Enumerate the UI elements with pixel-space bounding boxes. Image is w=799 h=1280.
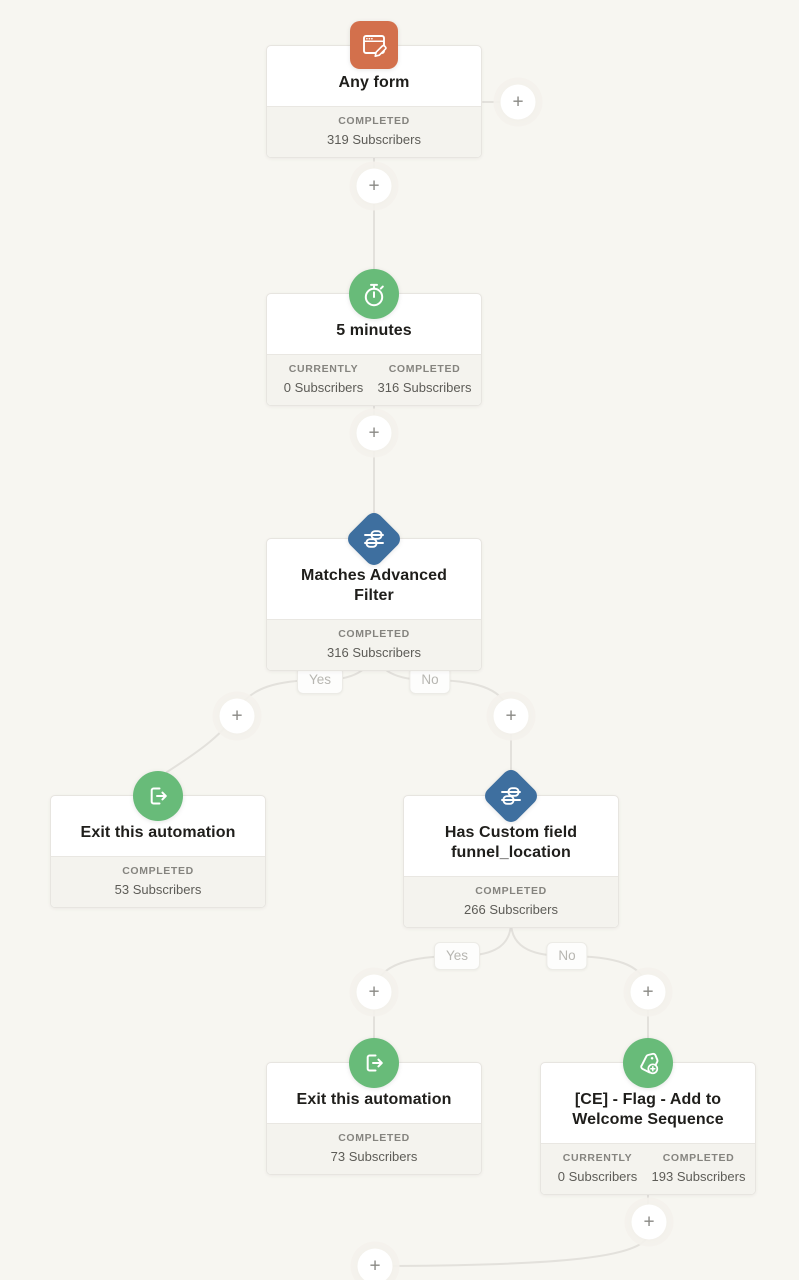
plus-icon: + [231, 705, 243, 727]
branch-label-no: No [546, 942, 588, 970]
add-step-button[interactable]: + [357, 1248, 393, 1280]
node-any-form[interactable]: Any form COMPLETED 319 Subscribers [266, 21, 482, 158]
add-step-button[interactable]: + [493, 698, 529, 734]
node-title: 5 minutes [336, 322, 412, 339]
stat-completed: COMPLETED 316 Subscribers [374, 363, 475, 396]
stat-label: COMPLETED [388, 363, 461, 375]
stat-value: 0 Subscribers [557, 1169, 638, 1184]
branch-label-yes: Yes [433, 942, 481, 970]
plus-icon: + [368, 422, 380, 444]
stat-value: 0 Subscribers [283, 380, 364, 395]
stat-value: 53 Subscribers [114, 882, 202, 897]
plus-icon: + [368, 981, 380, 1003]
branch-label-text: Yes [308, 672, 332, 687]
node-tag-welcome-sequence[interactable]: [CE] - Flag - Add to Welcome Sequence CU… [540, 1038, 756, 1195]
node-header: [CE] - Flag - Add to Welcome Sequence [541, 1063, 755, 1143]
node-delay-5-minutes[interactable]: 5 minutes CURRENTLY 0 Subscribers COMPLE… [266, 269, 482, 406]
stat-completed: COMPLETED 193 Subscribers [648, 1152, 749, 1185]
stat-label: CURRENTLY [288, 363, 359, 375]
node-condition-advanced-filter[interactable]: Matches Advanced Filter COMPLETED 316 Su… [266, 513, 482, 671]
plus-icon: + [505, 705, 517, 727]
add-step-button[interactable]: + [219, 698, 255, 734]
stat-value: 266 Subscribers [464, 902, 558, 917]
stat-label: COMPLETED [122, 865, 194, 877]
add-step-button[interactable]: + [631, 1204, 667, 1240]
stat-completed: COMPLETED 73 Subscribers [273, 1132, 475, 1165]
stat-completed: COMPLETED 53 Subscribers [57, 865, 259, 898]
node-header: Matches Advanced Filter [267, 539, 481, 619]
node-stats: COMPLETED 73 Subscribers [267, 1123, 481, 1174]
plus-icon: + [643, 1211, 655, 1233]
stat-label: COMPLETED [338, 1132, 410, 1144]
stat-value: 193 Subscribers [651, 1169, 746, 1184]
stat-value: 316 Subscribers [327, 645, 421, 660]
add-step-button[interactable]: + [356, 415, 392, 451]
stat-label: COMPLETED [338, 115, 410, 127]
stat-currently: CURRENTLY 0 Subscribers [547, 1152, 648, 1185]
stat-completed: COMPLETED 316 Subscribers [273, 628, 475, 661]
stat-label: COMPLETED [338, 628, 410, 640]
branch-label-text: Yes [445, 948, 469, 963]
add-step-button[interactable]: + [500, 84, 536, 120]
plus-icon: + [512, 91, 524, 113]
node-stats: CURRENTLY 0 Subscribers COMPLETED 316 Su… [267, 354, 481, 405]
exit-icon [133, 771, 183, 821]
node-condition-custom-field[interactable]: Has Custom field funnel_location COMPLET… [403, 770, 619, 928]
node-header: Exit this automation [267, 1063, 481, 1123]
node-stats: COMPLETED 266 Subscribers [404, 876, 618, 927]
node-title: [CE] - Flag - Add to Welcome Sequence [572, 1091, 724, 1128]
stat-value: 319 Subscribers [327, 132, 421, 147]
node-header: 5 minutes [267, 294, 481, 354]
branch-label-text: No [558, 948, 576, 963]
branch-label-text: No [421, 672, 439, 687]
node-stats: CURRENTLY 0 Subscribers COMPLETED 193 Su… [541, 1143, 755, 1194]
stat-label: CURRENTLY [562, 1152, 633, 1164]
node-exit-automation[interactable]: Exit this automation COMPLETED 53 Subscr… [50, 771, 266, 908]
plus-icon: + [642, 981, 654, 1003]
add-step-button[interactable]: + [630, 974, 666, 1010]
node-header: Has Custom field funnel_location [404, 796, 618, 876]
node-title: Exit this automation [296, 1091, 452, 1108]
node-header: Exit this automation [51, 796, 265, 856]
node-stats: COMPLETED 53 Subscribers [51, 856, 265, 907]
stat-label: COMPLETED [475, 885, 547, 897]
add-step-button[interactable]: + [356, 168, 392, 204]
node-title: Any form [338, 74, 410, 91]
plus-icon: + [368, 175, 380, 197]
condition-icon [480, 765, 542, 827]
stat-currently: CURRENTLY 0 Subscribers [273, 363, 374, 396]
exit-icon [349, 1038, 399, 1088]
stat-value: 73 Subscribers [330, 1149, 418, 1164]
stat-completed: COMPLETED 319 Subscribers [273, 115, 475, 148]
tag-add-icon [623, 1038, 673, 1088]
plus-icon: + [369, 1255, 381, 1277]
condition-icon [343, 508, 405, 570]
stat-value: 316 Subscribers [377, 380, 472, 395]
node-exit-automation[interactable]: Exit this automation COMPLETED 73 Subscr… [266, 1038, 482, 1175]
node-title: Exit this automation [80, 824, 236, 841]
node-header: Any form [267, 46, 481, 106]
form-icon [350, 21, 398, 69]
stat-label: COMPLETED [662, 1152, 735, 1164]
timer-icon [349, 269, 399, 319]
node-stats: COMPLETED 316 Subscribers [267, 619, 481, 670]
stat-completed: COMPLETED 266 Subscribers [410, 885, 612, 918]
add-step-button[interactable]: + [356, 974, 392, 1010]
node-title: Matches Advanced Filter [301, 567, 447, 604]
node-stats: COMPLETED 319 Subscribers [267, 106, 481, 157]
node-title: Has Custom field funnel_location [444, 824, 578, 861]
